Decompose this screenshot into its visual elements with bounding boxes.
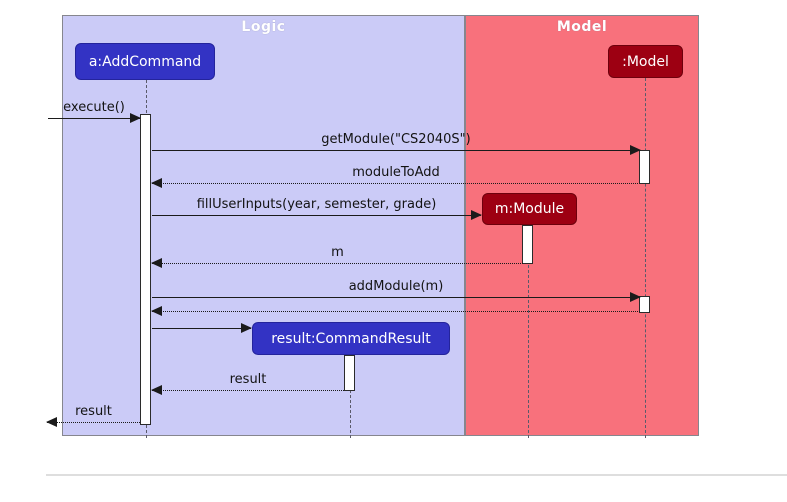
activation-bar-model-2 bbox=[639, 296, 650, 313]
message-line bbox=[152, 183, 640, 184]
activation-bar-model-1 bbox=[639, 150, 650, 184]
participant-box-result-commandresult: result:CommandResult bbox=[252, 322, 450, 355]
message-label: result bbox=[229, 372, 267, 387]
message-line bbox=[152, 390, 344, 391]
partition-logic: Logic bbox=[62, 15, 465, 436]
message-line bbox=[47, 422, 140, 423]
message-line bbox=[152, 215, 481, 216]
participant-box-a-addcommand: a:AddCommand bbox=[75, 43, 215, 80]
activation-bar-m-module bbox=[522, 225, 533, 264]
participant-label: m:Module bbox=[494, 201, 565, 217]
arrowhead bbox=[471, 210, 482, 220]
partition-model: Model bbox=[465, 15, 699, 436]
participant-label: a:AddCommand bbox=[88, 53, 202, 70]
participant-box-m-module: m:Module bbox=[482, 193, 577, 225]
message-line bbox=[152, 297, 640, 298]
arrowhead bbox=[151, 258, 162, 268]
participant-label: result:CommandResult bbox=[271, 330, 431, 347]
partition-model-title: Model bbox=[556, 19, 608, 35]
message-line bbox=[152, 263, 523, 264]
arrowhead bbox=[630, 145, 641, 155]
arrowhead bbox=[151, 385, 162, 395]
arrowhead bbox=[130, 113, 141, 123]
lifeline-model bbox=[645, 78, 646, 438]
divider-line bbox=[46, 474, 787, 476]
activation-bar-result-commandresult bbox=[344, 355, 355, 391]
arrowhead bbox=[151, 178, 162, 188]
message-line bbox=[152, 311, 640, 312]
lifeline-m-module bbox=[528, 225, 529, 438]
arrowhead bbox=[46, 417, 57, 427]
message-label: addModule(m) bbox=[348, 279, 444, 294]
arrowhead bbox=[630, 292, 641, 302]
message-line bbox=[152, 150, 640, 151]
arrowhead bbox=[151, 306, 162, 316]
message-label: moduleToAdd bbox=[352, 165, 440, 180]
message-label: m bbox=[331, 245, 344, 260]
arrowhead bbox=[241, 323, 252, 333]
activation-bar-a-addcommand bbox=[140, 114, 151, 425]
message-label: execute() bbox=[63, 100, 125, 115]
message-label: fillUserInputs(year, semester, grade) bbox=[196, 197, 437, 212]
participant-box-model: :Model bbox=[608, 45, 683, 78]
message-line bbox=[152, 328, 251, 329]
partition-logic-title: Logic bbox=[241, 19, 286, 35]
message-label: getModule("CS2040S") bbox=[321, 132, 471, 147]
message-line bbox=[48, 118, 140, 119]
lifeline-result-commandresult bbox=[350, 355, 351, 438]
message-label: result bbox=[75, 404, 112, 419]
participant-label: :Model bbox=[622, 53, 669, 70]
